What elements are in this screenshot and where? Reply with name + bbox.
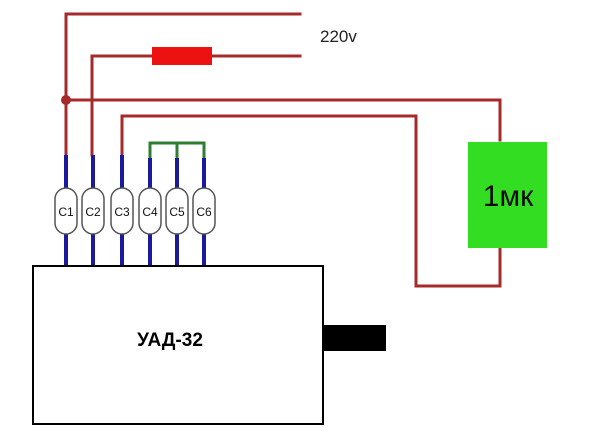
capacitor-wire-bottom (120, 114, 502, 288)
terminal-label: C6 (196, 205, 212, 219)
supply-wire-1 (64, 12, 302, 157)
terminal-c5: C5 (165, 187, 189, 235)
terminal-c2: C2 (81, 187, 105, 235)
terminal-label: C3 (114, 205, 130, 219)
motor-body (32, 265, 324, 425)
terminal-label: C2 (85, 205, 101, 219)
capacitor (468, 142, 547, 248)
resistor (152, 47, 212, 65)
supply-voltage-label: 220v (320, 27, 357, 46)
terminal-c3: C3 (110, 187, 134, 235)
terminal-label: C1 (58, 205, 74, 219)
terminal-label: C5 (169, 205, 185, 219)
terminal-c4: C4 (138, 187, 162, 235)
motor-label: УАД-32 (137, 330, 203, 351)
capacitor-label: 1мк (483, 180, 534, 213)
terminal-label: C4 (142, 205, 158, 219)
junction-dot (61, 95, 71, 105)
terminal-c6: C6 (192, 187, 216, 235)
motor-shaft (323, 325, 386, 351)
capacitor-wire-top (64, 98, 502, 142)
supply-wire-2 (90, 54, 302, 157)
terminal-c1: C1 (54, 187, 78, 235)
